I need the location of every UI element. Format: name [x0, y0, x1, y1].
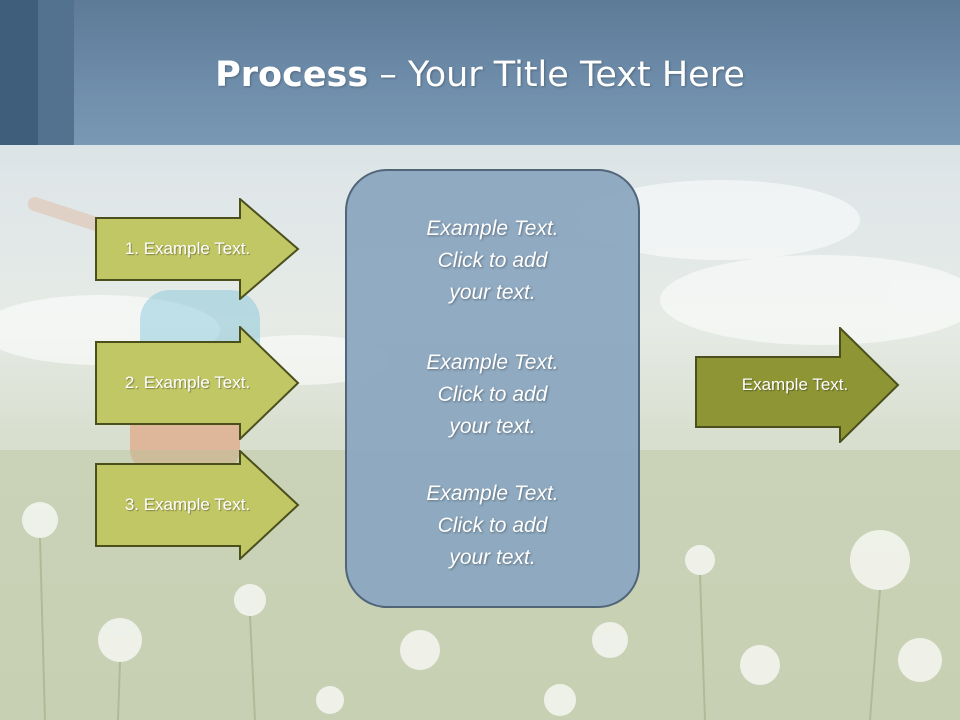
arrow-shape — [95, 198, 300, 300]
header-accent-stripe-2 — [38, 0, 74, 145]
text-line: Example Text. — [426, 351, 559, 374]
process-step-arrow-1[interactable]: 1. Example Text. — [95, 198, 300, 300]
step-label: 2. Example Text. — [124, 373, 251, 392]
text-line: Click to add — [437, 249, 548, 272]
step-label: 3. Example Text. — [124, 495, 251, 514]
text-line: Click to add — [437, 383, 548, 406]
center-text-block-1[interactable]: Example Text. Click to add your text. — [345, 213, 640, 309]
arrow-shape — [695, 327, 900, 443]
result-label: Example Text. — [741, 375, 849, 394]
text-line: your text. — [449, 281, 536, 304]
text-line: Click to add — [437, 514, 548, 537]
text-line: Example Text. — [426, 482, 559, 505]
title-bold: Process — [215, 55, 369, 95]
title-bar — [0, 0, 960, 145]
arrow-shape — [95, 326, 300, 440]
process-result-arrow[interactable]: Example Text. — [695, 327, 900, 443]
header-accent-stripe — [0, 0, 38, 145]
center-text-block-2[interactable]: Example Text. Click to add your text. — [345, 347, 640, 443]
arrow-shape — [95, 450, 300, 560]
text-line: Example Text. — [426, 217, 559, 240]
text-line: your text. — [449, 415, 536, 438]
title-rest: – Your Title Text Here — [368, 55, 745, 95]
slide-title[interactable]: Process – Your Title Text Here — [0, 52, 960, 98]
process-step-arrow-3[interactable]: 3. Example Text. — [95, 450, 300, 560]
process-step-arrow-2[interactable]: 2. Example Text. — [95, 326, 300, 440]
text-line: your text. — [449, 546, 536, 569]
center-text-block-3[interactable]: Example Text. Click to add your text. — [345, 478, 640, 574]
center-content-box[interactable] — [345, 169, 640, 608]
step-label: 1. Example Text. — [124, 239, 251, 258]
